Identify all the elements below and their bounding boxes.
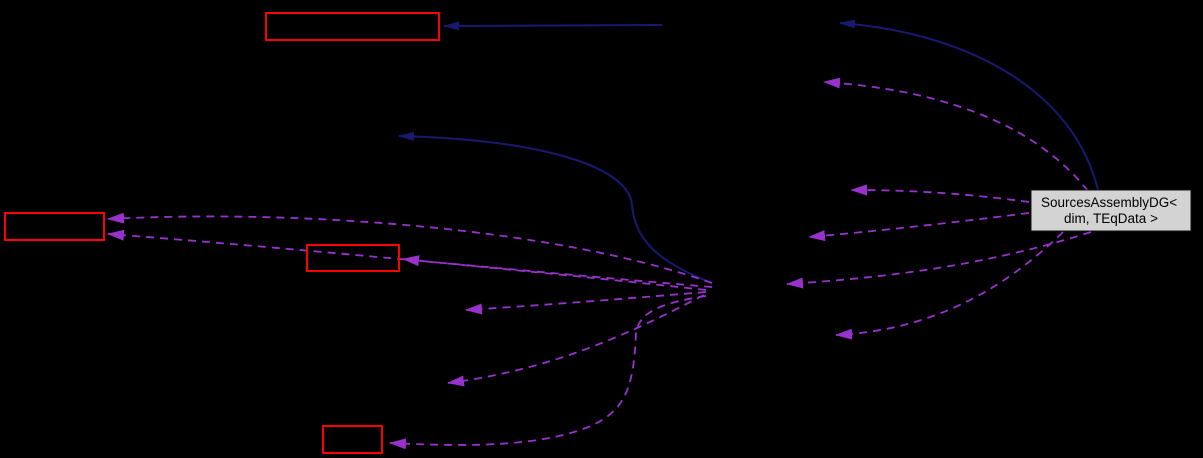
main-node-group: SourcesAssemblyDG< dim, TEqData > (1030, 189, 1192, 232)
edge-inherit-hub-to-upper-left (398, 131, 713, 284)
edge-usage-hub-to-left-box-1 (107, 212, 713, 284)
node-sources-assembly-dg[interactable] (1030, 189, 1192, 232)
node-red-top[interactable] (265, 12, 440, 41)
edge-inherit-main-to-top-node (839, 19, 1099, 191)
edge-usage-hub-to-node-b (447, 294, 705, 387)
edge-usage-main-to-node-d (808, 212, 1030, 242)
edge-usage-hub-to-node-a (465, 291, 707, 315)
node-red-bottom[interactable] (322, 425, 383, 454)
edge-usage-main-to-node-f (835, 231, 1064, 340)
edge-usage-main-to-hub (786, 231, 1092, 289)
edges-layer (107, 19, 1099, 450)
edge-usage-main-to-node-c (850, 184, 1030, 203)
red-nodes-layer (4, 12, 440, 454)
node-red-left[interactable] (4, 212, 105, 241)
edge-usage-hub-to-bottom-box (389, 295, 707, 450)
edge-usage-main-to-upper-node (823, 77, 1089, 192)
edge-usage-hub-to-middle-box (402, 255, 707, 291)
main-node-label: SourcesAssemblyDG< dim, TEqData > (1041, 195, 1181, 226)
node-red-middle[interactable] (306, 244, 400, 272)
edge-inherit-to-top-red-box (443, 21, 663, 31)
